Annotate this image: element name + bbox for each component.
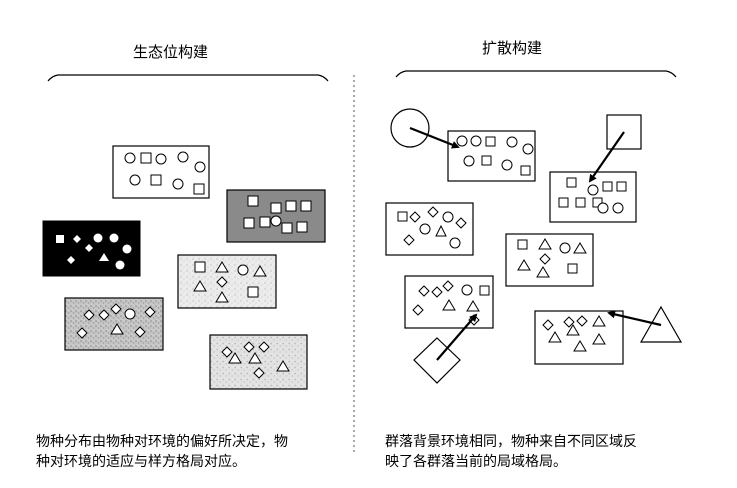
left-plot-medium-texture [64, 297, 164, 351]
right-plot-triangles-diamonds [534, 310, 624, 365]
left-bracket [47, 74, 329, 82]
left-caption-line-2: 种对环境的适应与样方格局对应。 [36, 454, 246, 470]
left-plot-black [42, 220, 141, 277]
left-plot-white [112, 145, 210, 199]
left-plot-dark-gray [226, 189, 326, 243]
right-plot-diamonds [404, 275, 494, 329]
right-plot-triangles [505, 233, 594, 287]
left-caption-line-1: 物种分布由物种对环境的偏好所决定，物 [36, 434, 288, 450]
left-plot-bottom-texture [209, 334, 308, 390]
left-plot-light-texture [177, 254, 277, 309]
right-plot-circles [447, 130, 536, 182]
arrow-triangle-to-plot [607, 310, 662, 327]
right-bracket [395, 70, 677, 78]
right-panel-title: 扩散构建 [482, 39, 543, 57]
arrow-diamond-to-plot [436, 313, 478, 361]
source-diamond [413, 337, 461, 384]
right-plot-squares [549, 171, 637, 223]
right-caption-line-1: 群落背景环境相同，物种来自不同区域反 [385, 434, 637, 450]
right-plot-mixed [385, 202, 474, 256]
right-caption-line-2: 映了各群落当前的局域格局。 [385, 454, 567, 470]
left-panel-title: 生态位构建 [133, 43, 209, 61]
arrow-square-to-plot [588, 131, 625, 183]
arrow-circle-to-plot [409, 126, 460, 149]
